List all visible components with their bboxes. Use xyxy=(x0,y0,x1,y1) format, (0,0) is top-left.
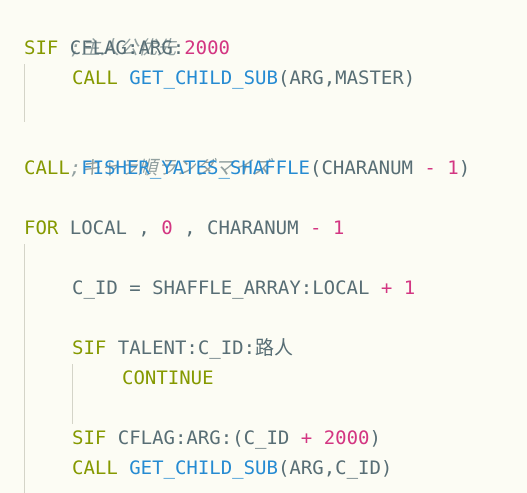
keyword-continue: CONTINUE xyxy=(122,367,214,389)
comment: ;主人公优先 xyxy=(69,37,177,59)
operator-plus: + xyxy=(380,277,393,299)
code-line[interactable]: CONTINUE xyxy=(122,363,214,393)
identifier: CFLAG xyxy=(69,37,127,59)
code-line[interactable]: ;キャラ順ランダマイズ xyxy=(24,123,271,179)
keyword-sif: SIF xyxy=(72,427,107,449)
number-literal: 1 xyxy=(403,277,416,299)
code-line[interactable]: C_ID = SHAFFLE_ARRAY:LOCAL + 1 xyxy=(72,273,415,303)
number-literal: 2000 xyxy=(184,37,230,59)
identifier: TALENT:C_ID:路人 xyxy=(106,337,294,359)
code-line[interactable]: FOR LOCAL , 0 , CHARANUM - 1 xyxy=(24,213,344,243)
close-paren: ) xyxy=(458,157,471,179)
keyword-for: FOR xyxy=(24,217,59,239)
code-line[interactable]: CALL GET_CHILD_SUB(ARG,C_ID) xyxy=(72,453,392,483)
arguments: (ARG,C_ID) xyxy=(277,457,393,479)
code-line[interactable]: SIF TALENT:C_ID:路人 xyxy=(72,333,293,363)
code-line[interactable]: SIF CFLAG:ARG:2000 xyxy=(24,33,230,63)
code-line[interactable]: SIF CFLAG:ARG:(C_ID + 2000) xyxy=(72,423,381,453)
code-line[interactable]: CALL GET_CHILD_SUB(ARG,MASTER) xyxy=(72,63,415,93)
colon: : xyxy=(126,37,139,59)
close-paren: ) xyxy=(369,427,381,449)
function-name: GET_CHILD_SUB xyxy=(129,457,278,479)
code-line[interactable]: CALL FISHER_YATES_SHAFFLE(CHARANUM - 1) xyxy=(24,153,470,183)
keyword-call: CALL xyxy=(72,457,118,479)
assignment-expression: C_ID = SHAFFLE_ARRAY:LOCAL xyxy=(72,277,381,299)
number-literal: 1 xyxy=(447,157,459,179)
arguments: (ARG,MASTER) xyxy=(277,67,416,89)
identifier: , CHARANUM xyxy=(172,217,311,239)
operator-minus: - xyxy=(310,217,322,239)
space xyxy=(392,277,403,299)
operator-minus: - xyxy=(424,157,436,179)
indent-guide xyxy=(72,364,73,424)
operator-plus: + xyxy=(300,427,313,449)
function-name: GET_CHILD_SUB xyxy=(129,67,278,89)
space xyxy=(321,217,332,239)
indent-guide xyxy=(24,244,25,493)
function-name: FISHER_YATES_SHAFFLE xyxy=(81,157,310,179)
keyword-call: CALL xyxy=(72,67,118,89)
indent-guide xyxy=(24,64,25,122)
identifier: CFLAG:ARG:(C_ID xyxy=(106,427,301,449)
identifier: LOCAL , xyxy=(58,217,162,239)
number-literal: 1 xyxy=(332,217,345,239)
code-line[interactable]: ;主人公优先 xyxy=(24,3,176,59)
keyword-call: CALL xyxy=(24,157,70,179)
keyword-sif: SIF xyxy=(24,37,59,59)
arguments: (CHARANUM xyxy=(310,157,425,179)
comment: ;キャラ順ランダマイズ xyxy=(69,157,271,179)
number-literal: 0 xyxy=(161,217,173,239)
space xyxy=(436,157,447,179)
identifier: ARG xyxy=(138,37,173,59)
space xyxy=(312,427,323,449)
keyword-sif: SIF xyxy=(72,337,107,359)
number-literal: 2000 xyxy=(323,427,370,449)
colon: : xyxy=(172,37,185,59)
